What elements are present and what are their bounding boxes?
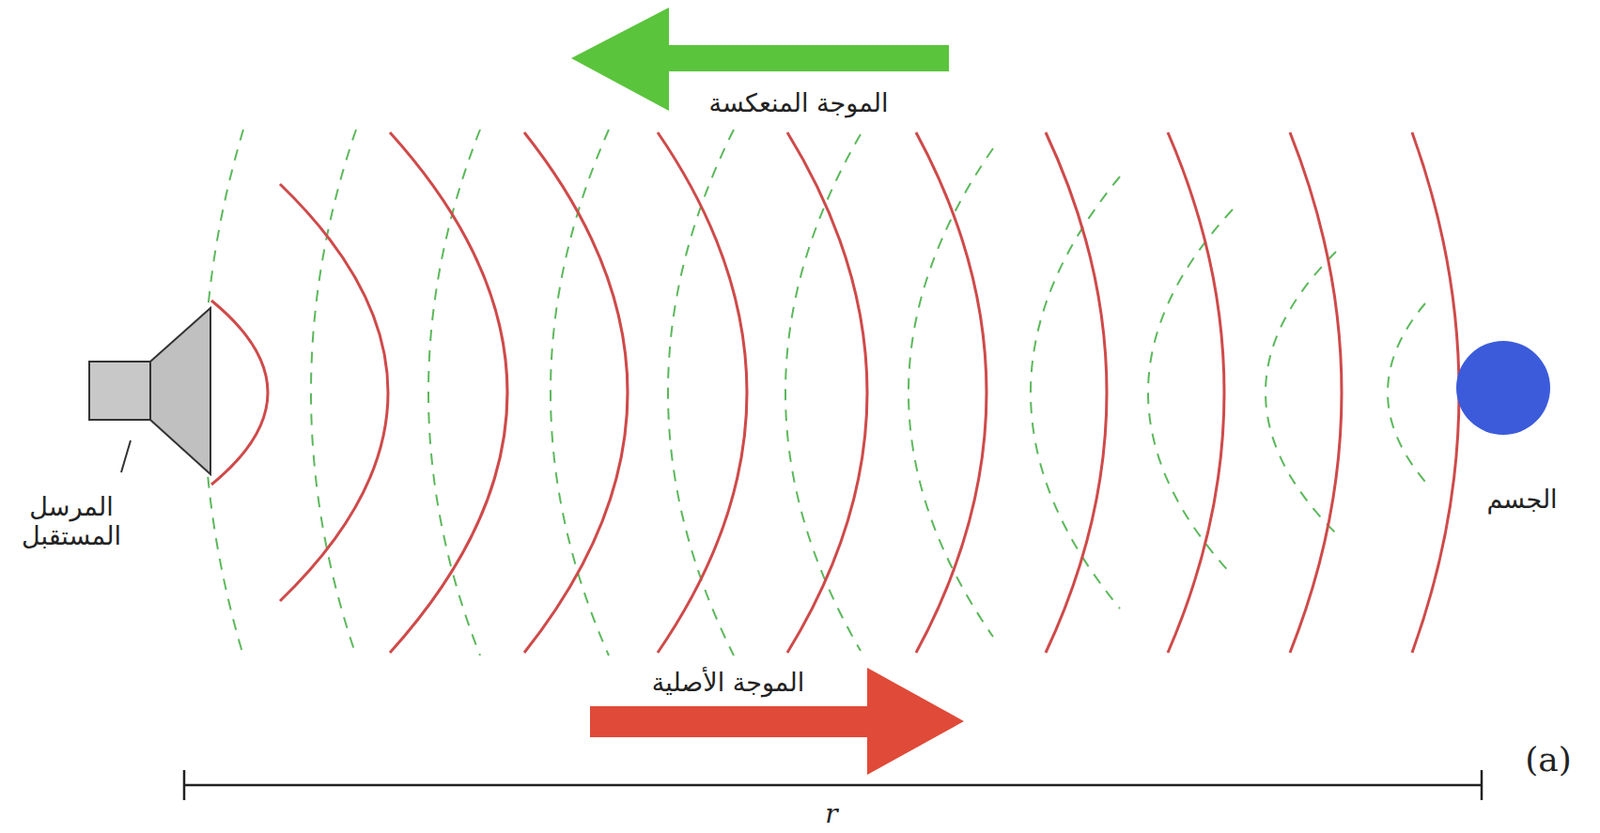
object-ball (1456, 341, 1551, 435)
object-label: الجسم (1486, 484, 1557, 514)
reflected-wavefront (908, 148, 994, 637)
original-arrow (590, 706, 872, 738)
reflected-wavefront (428, 129, 481, 656)
original-wavefront (524, 132, 628, 653)
original-wavefront (211, 300, 268, 485)
reflected-wavefront (1265, 251, 1336, 534)
distance-tick (1480, 770, 1484, 801)
reflected-wavefront (1148, 209, 1233, 576)
reflected-wavefronts (203, 129, 1426, 656)
original-wavefront (1289, 132, 1342, 653)
wave-label: الموجة المنعكسة (704, 88, 892, 118)
original-wavefront (916, 132, 987, 653)
original-wavefront (1412, 132, 1460, 653)
speaker-cone (150, 308, 211, 475)
reflected-wavefront (550, 129, 609, 656)
distance-label: r (824, 798, 838, 830)
reflected-wavefront (785, 134, 861, 652)
figure-tag: (a) (1524, 740, 1572, 779)
wave-label: الموجة الأصلية (648, 667, 808, 698)
leader-line (121, 440, 131, 473)
reflected-wavefront (310, 129, 357, 656)
device-label: المرسل المستقبل (10, 492, 133, 551)
reflected-arrow (657, 45, 949, 72)
original-wavefront (389, 132, 508, 653)
reflected-wavefront (1387, 303, 1426, 482)
original-wavefronts (211, 132, 1460, 653)
original-wavefront (1045, 132, 1107, 653)
reflected-arrow-head (571, 7, 669, 111)
distance-bar (184, 784, 1482, 788)
original-wavefront (787, 132, 868, 653)
original-wavefront (657, 132, 747, 653)
original-wavefront (1167, 132, 1225, 653)
speaker-body (89, 361, 151, 420)
distance-tick (183, 770, 187, 801)
original-wavefront (279, 184, 389, 602)
original-arrow-head (867, 667, 964, 776)
